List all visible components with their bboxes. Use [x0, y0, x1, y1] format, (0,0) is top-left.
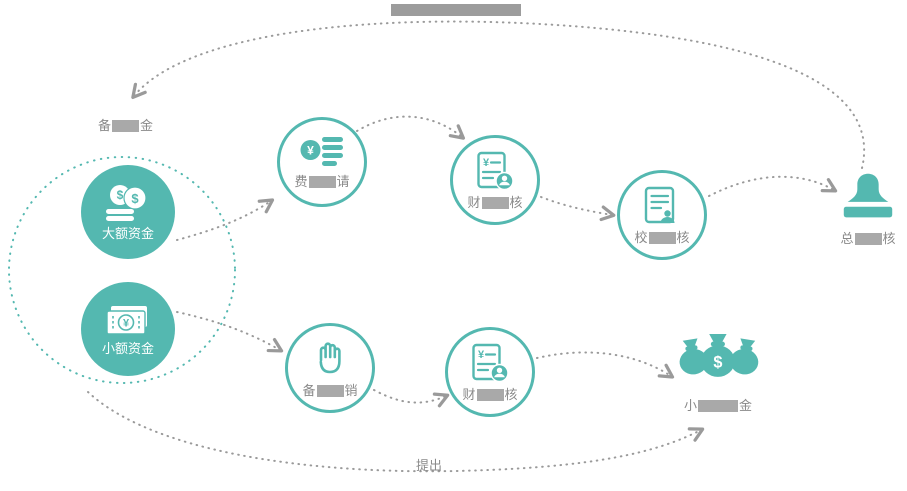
svg-text:$: $	[117, 188, 124, 202]
stamp-icon	[843, 173, 893, 218]
arc-finance2-to-bags	[536, 351, 675, 379]
node-label: 财核	[467, 195, 523, 210]
arc-small-to-claim	[176, 311, 284, 353]
node-final-approve: 总核	[830, 171, 906, 245]
review-doc-icon	[644, 186, 675, 224]
arc-large-to-apply	[176, 198, 275, 241]
node-expense-apply: ¥ 费请	[277, 117, 367, 207]
small-funds-label: 小额资金	[101, 341, 154, 356]
arc-finance-to-verify	[540, 196, 616, 222]
svg-text:¥: ¥	[483, 157, 490, 169]
node-label: 总核	[840, 231, 896, 246]
arc-claim-to-finance2	[373, 389, 450, 408]
node-petty-cash-fund: $ 小金	[671, 328, 765, 412]
title-bar-redacted	[391, 4, 521, 16]
svg-text:¥: ¥	[478, 349, 485, 361]
finance-doc-icon: ¥	[472, 343, 509, 383]
arc-apply-to-finance	[356, 115, 466, 140]
coins-icon: $ $	[106, 185, 147, 221]
node-label: 备销	[302, 383, 358, 398]
svg-text:$: $	[131, 191, 139, 206]
node-pettycash-claim: 备销	[285, 323, 375, 413]
node-verify-review: 校核	[617, 170, 707, 260]
arc-verify-to-stamp	[708, 175, 838, 197]
svg-text:$: $	[713, 354, 722, 372]
node-label: 财核	[462, 387, 518, 402]
finance-doc-icon: ¥	[477, 151, 514, 191]
large-funds-node: $ $ 大额资金	[81, 165, 175, 259]
banknotes-icon: ¥	[106, 306, 147, 335]
funds-group-dotted-circle	[8, 156, 236, 384]
large-funds-label: 大额资金	[101, 226, 154, 241]
arc-stamp-to-group	[131, 20, 865, 169]
yen-receipt-icon: ¥	[300, 137, 343, 166]
node-label: 费请	[294, 174, 350, 189]
arc-bottom-to-bags	[87, 391, 705, 473]
svg-text:¥: ¥	[307, 144, 314, 158]
node-finance-review-top: ¥ 财核	[450, 135, 540, 225]
node-label: 校核	[634, 230, 690, 245]
funds-group-label: 备金	[98, 118, 154, 133]
money-bags-icon: $	[679, 334, 759, 377]
hand-icon	[319, 342, 341, 374]
node-finance-review-bottom: ¥ 财核	[445, 327, 535, 417]
bottom-arc-label: 提出	[416, 458, 443, 473]
svg-text:¥: ¥	[123, 318, 130, 330]
node-label: 小金	[683, 398, 753, 413]
small-funds-node: ¥ 小额资金	[81, 282, 175, 376]
